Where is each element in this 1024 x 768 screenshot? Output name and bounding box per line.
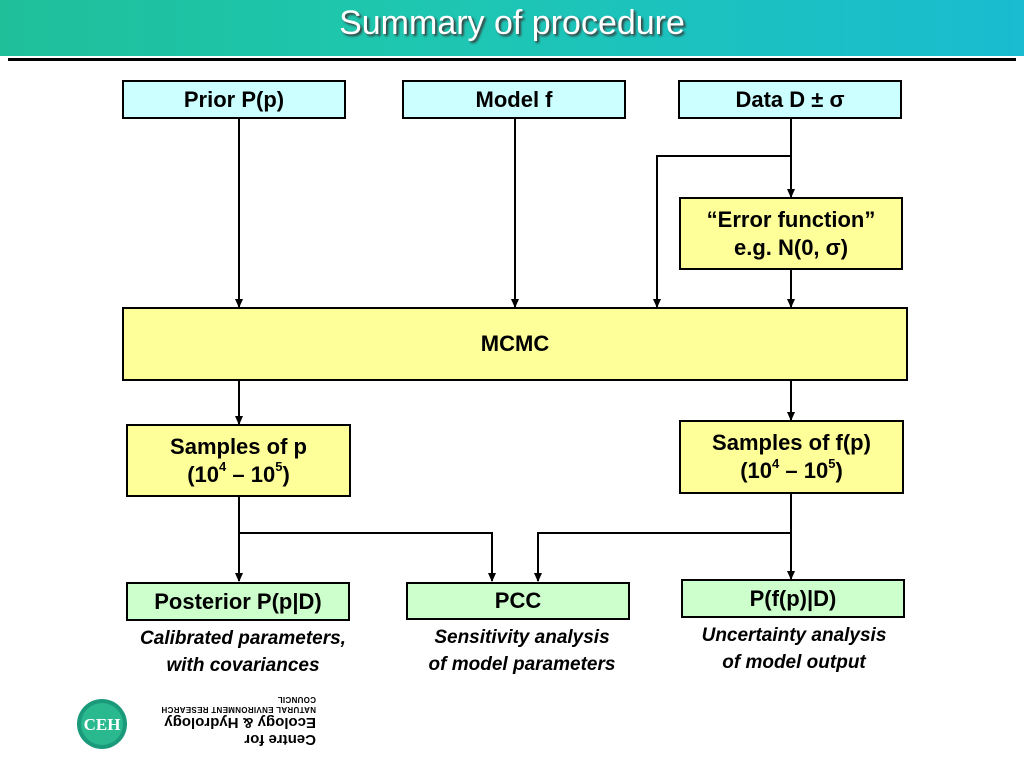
ceh-logo-text: Centre for Ecology & Hydrology NATURAL E… bbox=[136, 695, 316, 748]
posterior-label: Posterior P(p|D) bbox=[154, 588, 322, 614]
pcc-caption: Sensitivity analysis of model parameters bbox=[392, 624, 652, 678]
mcmc-box: MCMC bbox=[122, 307, 908, 381]
pcc-box: PCC bbox=[406, 582, 630, 620]
mcmc-label: MCMC bbox=[480, 331, 550, 356]
data-label: Data D ± σ bbox=[735, 86, 845, 112]
model-box: Model f bbox=[402, 80, 626, 119]
prior-label: Prior P(p) bbox=[183, 86, 285, 112]
title-bar bbox=[0, 0, 1024, 56]
arrow-data-to-mcmc bbox=[653, 155, 791, 308]
samples-fp-range: (104 – 105) bbox=[740, 455, 843, 483]
posterior-caption: Calibrated parameters, with covariances bbox=[100, 625, 386, 679]
logo-line-centre: Centre for bbox=[244, 731, 316, 748]
error-function-box: “Error function” e.g. N(0, σ) bbox=[679, 197, 903, 270]
ceh-logo-abbrev: CEH bbox=[84, 715, 121, 734]
pcc-label: PCC bbox=[494, 588, 542, 613]
pcc-caption-line2: of model parameters bbox=[428, 654, 616, 675]
page-title: Summary of procedure bbox=[339, 4, 685, 42]
samples-p-range: (104 – 105) bbox=[187, 459, 290, 487]
posterior-caption-line1: Calibrated parameters, bbox=[140, 628, 346, 649]
arrow-samples-fp-to-pcc bbox=[534, 532, 791, 582]
samples-fp-box: Samples of f(p) (104 – 105) bbox=[679, 420, 904, 494]
error-function-line1: “Error function” bbox=[706, 206, 876, 232]
data-box: Data D ± σ bbox=[678, 80, 902, 119]
arrow-samples-p-to-pcc bbox=[239, 532, 496, 582]
samples-fp-line1: Samples of f(p) bbox=[712, 430, 871, 455]
posterior-box: Posterior P(p|D) bbox=[126, 582, 350, 621]
pf-caption-line2: of model output bbox=[722, 652, 866, 673]
ceh-logo: CEH bbox=[77, 699, 127, 749]
model-label: Model f bbox=[475, 86, 553, 112]
logo-line-nerc: NATURAL ENVIRONMENT RESEARCH COUNCIL bbox=[161, 695, 316, 714]
pcc-caption-line1: Sensitivity analysis bbox=[434, 627, 610, 648]
error-function-line2: e.g. N(0, σ) bbox=[733, 234, 849, 260]
pf-box: P(f(p)|D) bbox=[681, 579, 905, 618]
pf-caption-line1: Uncertainty analysis bbox=[701, 625, 887, 646]
posterior-caption-line2: with covariances bbox=[166, 655, 320, 676]
pf-caption: Uncertainty analysis of model output bbox=[664, 622, 924, 676]
samples-p-line1: Samples of p bbox=[170, 433, 307, 459]
prior-box: Prior P(p) bbox=[122, 80, 346, 119]
logo-line-ecology: Ecology & Hydrology bbox=[164, 714, 316, 731]
pf-label: P(f(p)|D) bbox=[749, 585, 837, 611]
title-divider bbox=[8, 58, 1016, 61]
samples-p-box: Samples of p (104 – 105) bbox=[126, 424, 351, 497]
